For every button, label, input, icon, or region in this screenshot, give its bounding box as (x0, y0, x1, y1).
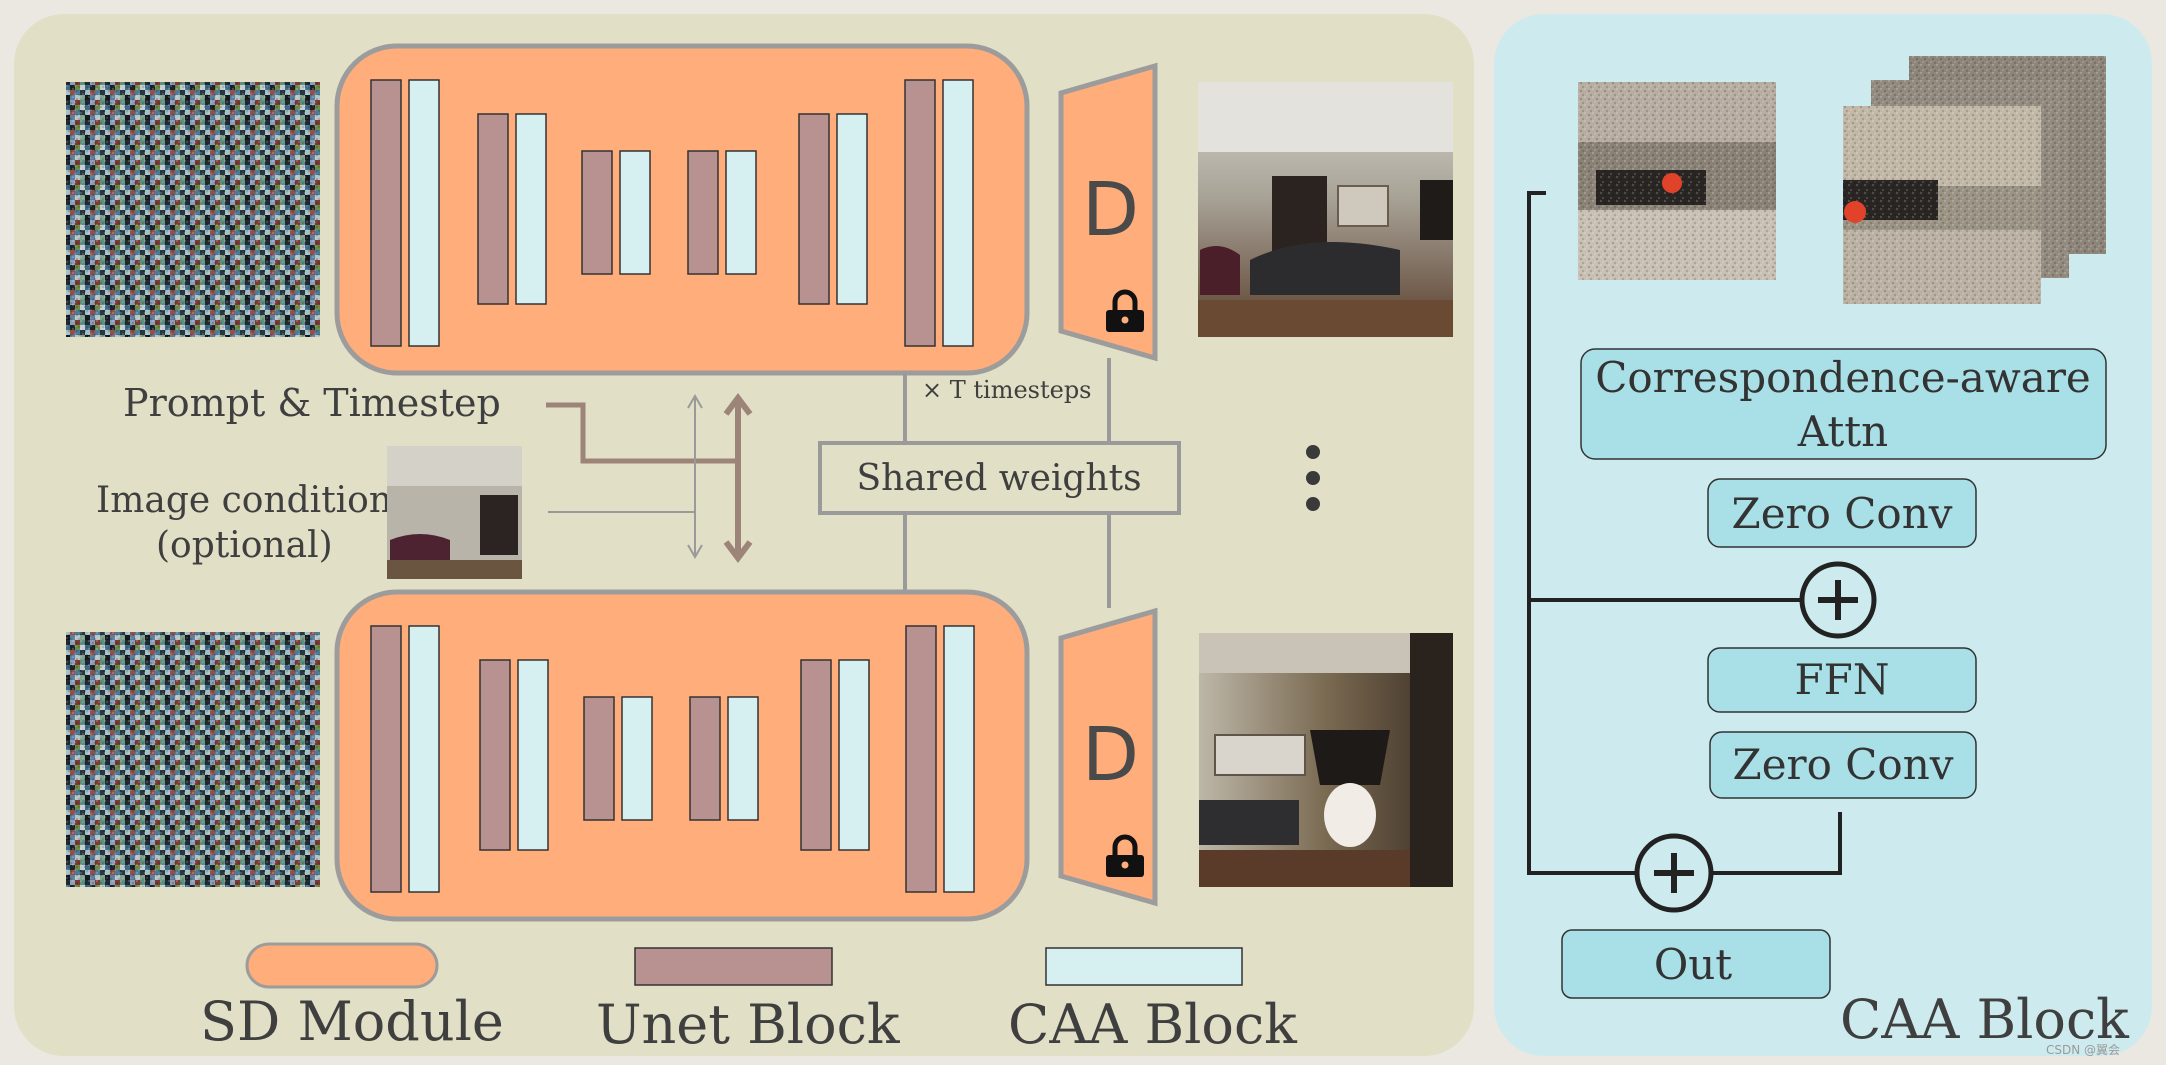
legend-swatch-sd-module (245, 942, 439, 989)
legend-label-unet-block: Unet Block (596, 993, 901, 1056)
shared-weights-box (818, 441, 1181, 515)
caa-block (725, 150, 757, 275)
shared-weights-lines (903, 358, 1111, 608)
unet-block (583, 696, 615, 821)
caa-block (408, 625, 440, 893)
out-label: Out (1654, 940, 1732, 989)
unet-block (904, 79, 936, 347)
out-box (1561, 929, 1831, 999)
decoder-bottom: D (1058, 607, 1158, 907)
legend-swatch-caa-block (1045, 947, 1243, 986)
output-image-top (1198, 82, 1453, 337)
unet-block (687, 150, 719, 275)
more-views-ellipsis (1306, 445, 1320, 511)
unet-block (479, 659, 511, 851)
noise-latent-bottom (66, 632, 320, 887)
unet-block (798, 113, 830, 305)
correspondence-point (1844, 201, 1866, 223)
watermark: CSDN @翼会 (2046, 1043, 2120, 1057)
residual-lines (1527, 191, 1842, 875)
add-icon-top (1799, 561, 1877, 639)
bidirectional-arrow-thick (723, 393, 753, 563)
image-condition-thumbnail (387, 446, 522, 579)
unet-stack-top (370, 79, 974, 347)
legend: SD Module Unet Block CAA Block (200, 942, 1298, 1056)
decoder-letter: D (1082, 167, 1139, 253)
timesteps-label: × T timesteps (922, 376, 1092, 404)
unet-block (689, 696, 721, 821)
caa-block (408, 79, 440, 347)
noise-latent-top (66, 82, 320, 337)
decoder-top: D (1058, 62, 1158, 362)
decoder-letter: D (1082, 712, 1139, 798)
ffn-box (1707, 647, 1977, 713)
shared-weights-label: Shared weights (856, 458, 1141, 499)
caa-block (515, 113, 547, 305)
add-icon-bottom (1634, 833, 1714, 913)
lock-icon (1106, 289, 1144, 332)
caa-block (943, 625, 975, 893)
prompt-connector (546, 402, 738, 464)
caa-block (942, 79, 974, 347)
right-panel: Correspondence-aware Attn Zero Conv FFN … (1494, 14, 2152, 1057)
correspondence-aware-attn-box (1580, 348, 2107, 460)
zero-conv-bottom-box (1709, 731, 1977, 799)
unet-stack-bottom (370, 625, 975, 893)
legend-label-caa-block: CAA Block (1008, 993, 1298, 1056)
unet-block (477, 113, 509, 305)
attn-label-line2: Attn (1797, 407, 1888, 456)
unet-block (905, 625, 937, 893)
caa-block (838, 659, 870, 851)
unet-block (581, 150, 613, 275)
zero-conv-bottom-label: Zero Conv (1733, 740, 1954, 789)
legend-label-sd-module: SD Module (200, 990, 504, 1053)
image-condition-label-line1: Image condition (96, 480, 392, 521)
unet-block (370, 79, 402, 347)
output-image-bottom (1199, 633, 1453, 887)
left-panel: D D (14, 14, 1474, 1056)
caa-block (727, 696, 759, 821)
prompt-timestep-label: Prompt & Timestep (123, 381, 501, 425)
caa-block (619, 150, 651, 275)
zero-conv-top-box (1707, 478, 1977, 548)
caa-block (621, 696, 653, 821)
caa-block (517, 659, 549, 851)
correspondence-point (1662, 173, 1682, 193)
view-feature-image-single (1578, 82, 1776, 280)
zero-conv-top-label: Zero Conv (1732, 489, 1953, 538)
attn-label-line1: Correspondence-aware (1595, 353, 2091, 402)
unet-block (370, 625, 402, 893)
bidirectional-arrow-thin (687, 394, 703, 559)
lock-icon (1106, 834, 1144, 877)
image-condition-label-line2: (optional) (156, 525, 333, 566)
legend-swatch-unet-block (634, 947, 833, 986)
caa-block (836, 113, 868, 305)
view-feature-image-stack (1843, 56, 2106, 304)
unet-block (800, 659, 832, 851)
ffn-label: FFN (1794, 655, 1889, 704)
caa-block-title: CAA Block (1840, 988, 2130, 1051)
